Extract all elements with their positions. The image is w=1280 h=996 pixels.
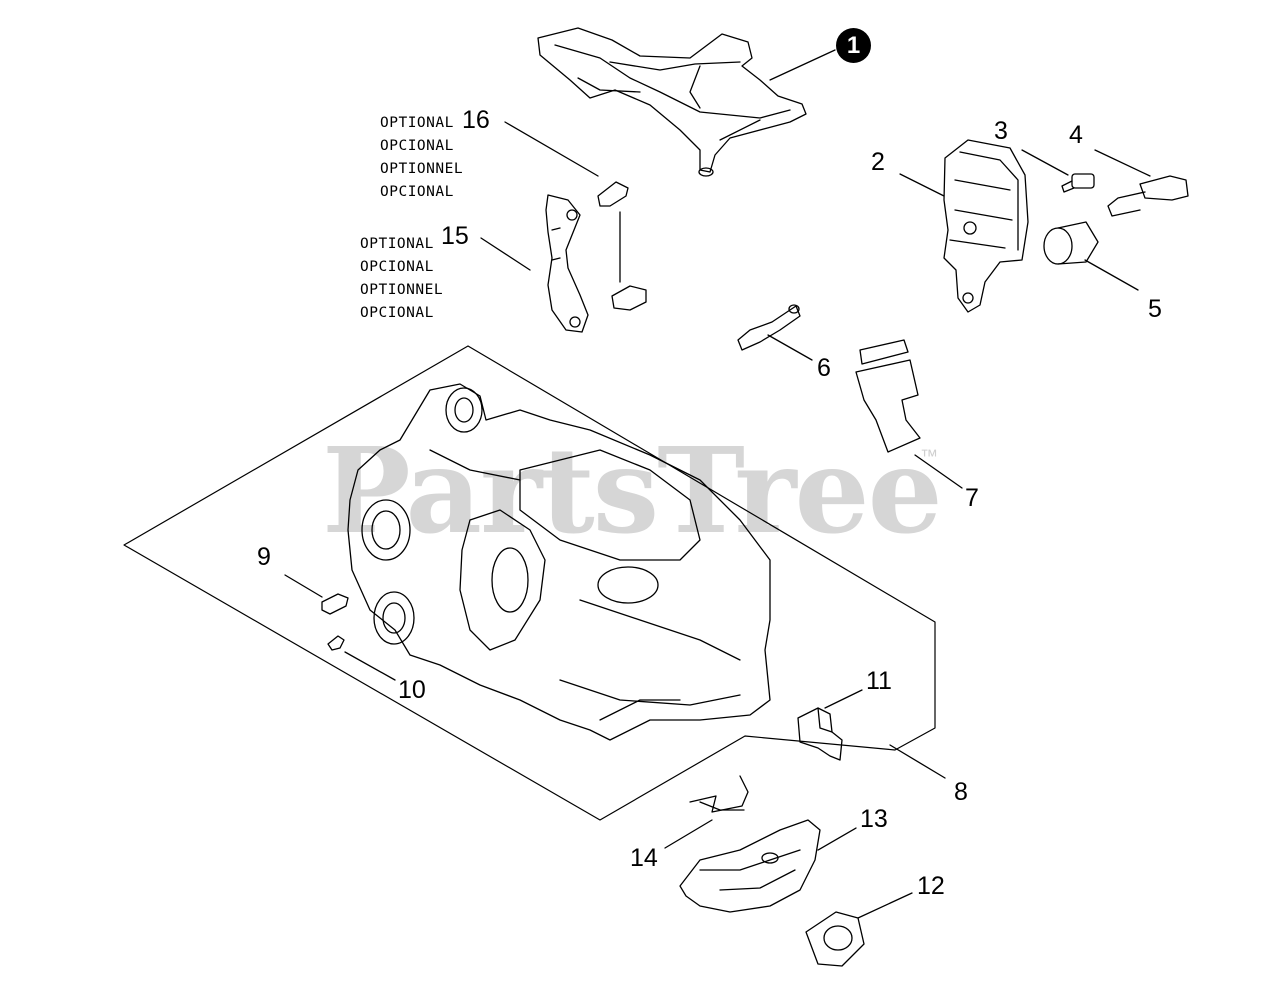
optional-note-16-line: OPTIONNEL: [380, 161, 464, 177]
leader-13: [817, 827, 857, 851]
part-4-pin: [1107, 175, 1189, 217]
part-7-plate: [855, 339, 921, 453]
leader-15: [480, 237, 531, 271]
optional-note-16-line: OPCIONAL: [380, 184, 454, 200]
callout-6: 6: [817, 354, 831, 382]
leader-16: [504, 121, 599, 177]
part-12-grommet: [805, 911, 865, 967]
part-8-crankcase: [347, 383, 771, 741]
callout-15: 15: [441, 222, 469, 250]
part-6-stud: [737, 304, 801, 351]
optional-note-16-line: OPTIONAL: [380, 115, 454, 131]
part-3-screw: [1061, 173, 1095, 193]
leader-5: [1084, 259, 1139, 291]
part-5-sleeve: [1043, 221, 1099, 265]
callout-10: 10: [398, 676, 426, 704]
optional-note-15-line: OPCIONAL: [360, 305, 434, 321]
callout-9: 9: [257, 543, 271, 571]
callout-12: 12: [917, 872, 945, 900]
leader-3: [1021, 149, 1069, 176]
optional-note-15-line: OPCIONAL: [360, 259, 434, 275]
leader-2: [899, 173, 945, 197]
watermark: PartsTree: [322, 421, 943, 560]
leader-9: [284, 574, 323, 598]
callout-13: 13: [860, 805, 888, 833]
callout-2: 2: [871, 148, 885, 176]
leader-11: [824, 689, 863, 709]
leader-6: [767, 334, 813, 361]
part-16-bolts: [597, 181, 647, 311]
optional-note-15: OPTIONAL OPCIONAL OPTIONNEL OPCIONAL: [360, 233, 443, 325]
callout-14: 14: [630, 844, 658, 872]
optional-note-16-line: OPCIONAL: [380, 138, 454, 154]
callout-8: 8: [954, 778, 968, 806]
leader-7: [914, 454, 963, 489]
optional-note-16: OPTIONAL OPCIONAL OPTIONNEL OPCIONAL: [380, 112, 463, 204]
part-14-clip: [689, 775, 749, 813]
callout-badge-1: 1: [836, 28, 871, 63]
callout-3: 3: [994, 117, 1008, 145]
callout-16: 16: [462, 106, 490, 134]
part-10-pin: [327, 635, 345, 651]
part-2-bracket: [943, 139, 1029, 313]
callout-5: 5: [1148, 295, 1162, 323]
part-1-plate: [537, 27, 807, 177]
leader-1: [769, 49, 836, 81]
leader-8: [889, 744, 946, 779]
leader-4: [1094, 149, 1151, 177]
assembly-bracket: [123, 345, 936, 821]
part-15-bracket: [545, 194, 589, 333]
callout-4: 4: [1069, 121, 1083, 149]
optional-note-15-line: OPTIONNEL: [360, 282, 444, 298]
part-9-screw: [321, 593, 349, 615]
optional-note-15-line: OPTIONAL: [360, 236, 434, 252]
callout-7: 7: [965, 484, 979, 512]
part-13-cover: [679, 819, 821, 913]
leader-10: [344, 651, 396, 681]
callout-11: 11: [866, 667, 892, 695]
leader-12: [857, 892, 913, 919]
leader-14: [664, 819, 713, 849]
part-11-block: [797, 707, 843, 761]
